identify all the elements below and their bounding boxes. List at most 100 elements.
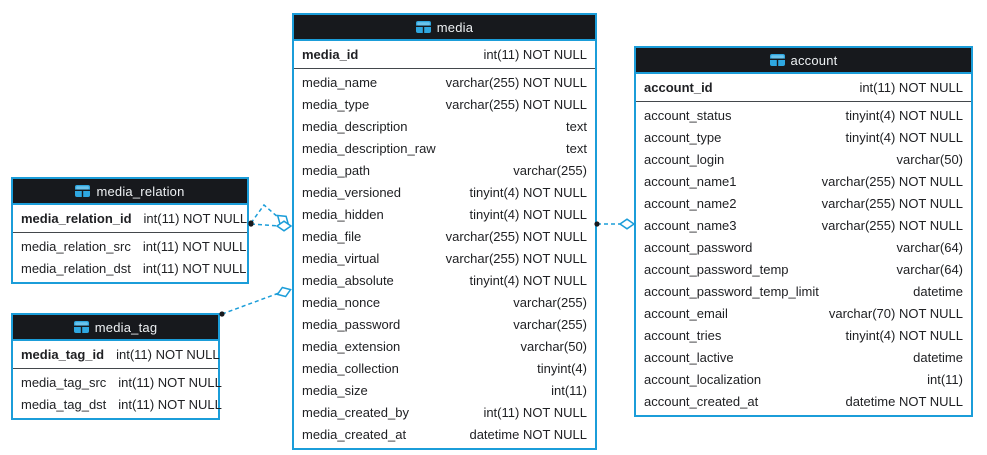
column-name: media_description bbox=[302, 118, 408, 134]
column-type: datetime bbox=[913, 283, 963, 299]
column-name: media_password bbox=[302, 316, 401, 332]
column-type: text bbox=[566, 140, 587, 156]
column-name: media_id bbox=[302, 46, 359, 62]
column-row: account_name1 varchar(255) NOT NULL bbox=[636, 170, 971, 192]
table-title: media_tag bbox=[94, 319, 158, 335]
table-icon bbox=[415, 21, 431, 33]
connector-media_relation-media-arc bbox=[248, 203, 290, 226]
column-type: datetime bbox=[913, 349, 963, 365]
column-type: int(11) NOT NULL bbox=[143, 210, 248, 226]
column-row: media_relation_dst int(11) NOT NULL bbox=[13, 257, 247, 279]
connector-line bbox=[250, 203, 280, 224]
column-type: int(11) NOT NULL bbox=[483, 46, 587, 62]
column-name: account_created_at bbox=[644, 393, 759, 409]
column-type: int(11) NOT NULL bbox=[116, 346, 220, 362]
table-title: media_relation bbox=[96, 183, 185, 199]
primary-key-diamond bbox=[276, 214, 290, 226]
connector-media_tag-media bbox=[219, 286, 292, 317]
table-media[interactable]: media media_id int(11) NOT NULL media_nam… bbox=[292, 13, 597, 450]
column-name: media_description_raw bbox=[302, 140, 436, 156]
table-title: media bbox=[436, 19, 474, 35]
columns-section: media_name varchar(255) NOT NULL media_typ… bbox=[294, 69, 595, 448]
column-type: tinyint(4) NOT NULL bbox=[469, 206, 587, 222]
column-type: varchar(64) bbox=[896, 261, 963, 277]
column-type: tinyint(4) bbox=[537, 360, 587, 376]
column-name: media_name bbox=[302, 74, 378, 90]
column-name: media_file bbox=[302, 228, 362, 244]
column-name: account_lactive bbox=[644, 349, 734, 365]
primary-key-diamond bbox=[618, 218, 636, 230]
column-type: varchar(255) bbox=[513, 294, 587, 310]
column-name: account_name2 bbox=[644, 195, 737, 211]
column-name: media_tag_dst bbox=[21, 396, 107, 412]
column-type: int(11) NOT NULL bbox=[859, 79, 963, 95]
column-name: media_virtual bbox=[302, 250, 380, 266]
foreign-key-dot bbox=[248, 221, 254, 227]
table-header[interactable]: media bbox=[294, 15, 595, 41]
column-name: account_name1 bbox=[644, 173, 737, 189]
column-type: varchar(255) NOT NULL bbox=[821, 173, 963, 189]
column-row: media_description_raw text bbox=[294, 137, 595, 159]
column-row: media_nonce varchar(255) bbox=[294, 291, 595, 313]
primary-key-diamond bbox=[275, 220, 293, 232]
column-row: media_tag_dst int(11) NOT NULL bbox=[13, 393, 222, 415]
column-type: int(11) NOT NULL bbox=[483, 404, 587, 420]
column-type: varchar(255) bbox=[513, 162, 587, 178]
column-type: varchar(255) NOT NULL bbox=[821, 217, 963, 233]
column-type: datetime NOT NULL bbox=[845, 393, 963, 409]
column-name: media_relation_src bbox=[21, 238, 131, 254]
column-type: tinyint(4) NOT NULL bbox=[469, 184, 587, 200]
column-name: media_type bbox=[302, 96, 370, 112]
column-name: account_password bbox=[644, 239, 753, 255]
table-header[interactable]: account bbox=[636, 48, 971, 74]
table-header[interactable]: media_tag bbox=[13, 315, 218, 341]
column-type: varchar(255) NOT NULL bbox=[445, 228, 587, 244]
column-name: account_localization bbox=[644, 371, 762, 387]
table-icon bbox=[73, 321, 89, 333]
column-type: int(11) NOT NULL bbox=[142, 260, 247, 276]
column-name: account_password_temp bbox=[644, 261, 789, 277]
column-name: media_size bbox=[302, 382, 368, 398]
column-name: media_relation_dst bbox=[21, 260, 131, 276]
column-type: datetime NOT NULL bbox=[469, 426, 587, 442]
table-icon bbox=[75, 185, 91, 197]
column-row: media_id int(11) NOT NULL bbox=[294, 42, 595, 66]
column-name: account_status bbox=[644, 107, 732, 123]
column-row: media_file varchar(255) NOT NULL bbox=[294, 225, 595, 247]
column-name: media_nonce bbox=[302, 294, 381, 310]
foreign-key-dot bbox=[219, 311, 225, 317]
column-name: media_extension bbox=[302, 338, 401, 354]
table-header[interactable]: media_relation bbox=[13, 179, 247, 205]
connector-line bbox=[250, 223, 281, 227]
connector-media-account bbox=[594, 218, 636, 230]
column-type: int(11) NOT NULL bbox=[118, 396, 222, 412]
column-name: account_tries bbox=[644, 327, 722, 343]
column-name: account_email bbox=[644, 305, 728, 321]
connector-line bbox=[221, 292, 280, 315]
column-row: account_password_temp varchar(64) bbox=[636, 258, 971, 280]
